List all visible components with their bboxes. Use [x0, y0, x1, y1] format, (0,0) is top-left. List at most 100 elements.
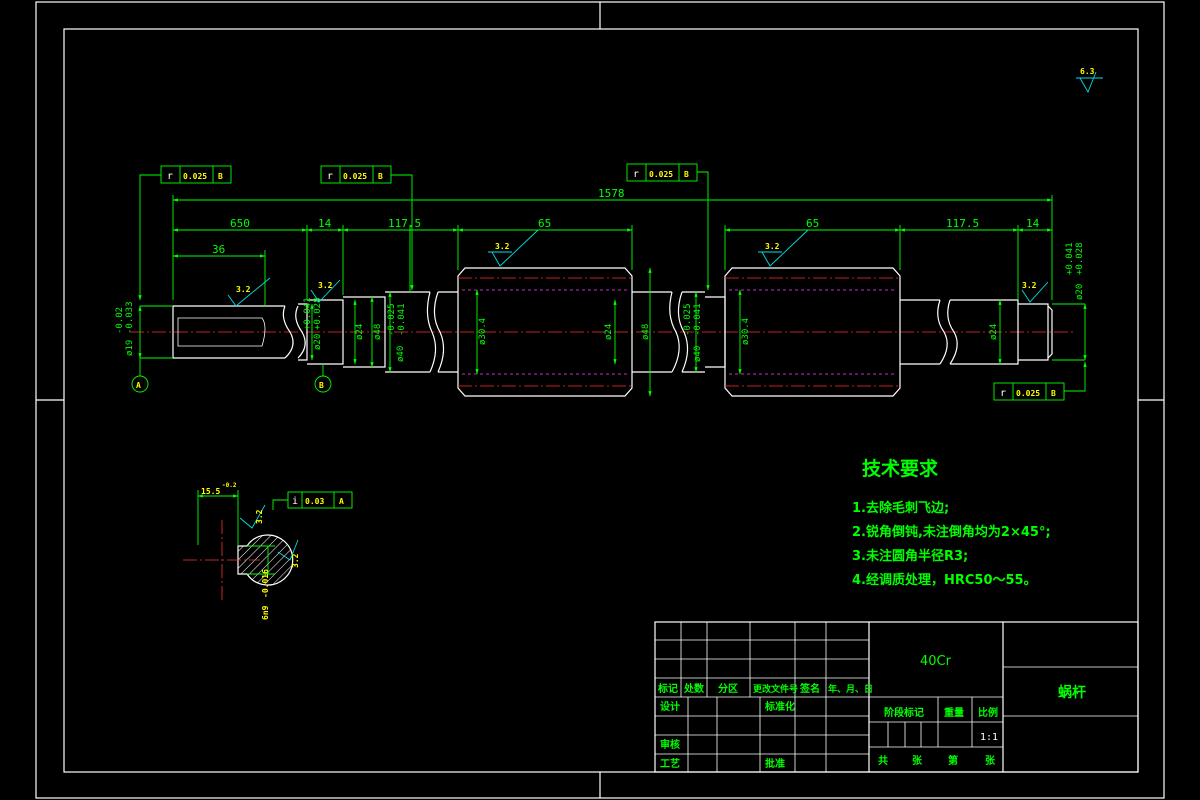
dimension-lines: [172, 195, 1053, 306]
svg-text:B: B: [378, 172, 383, 181]
dim-65-right: 65: [806, 217, 819, 230]
svg-text:比例: 比例: [978, 706, 998, 719]
svg-text:ø30.4: ø30.4: [741, 318, 751, 345]
svg-text:处数: 处数: [683, 682, 705, 695]
svg-text:3.2: 3.2: [495, 242, 510, 251]
svg-text:年、月、日: 年、月、日: [828, 683, 873, 695]
svg-text:ø48: ø48: [373, 324, 383, 340]
svg-text:+0.028: +0.028: [1075, 242, 1085, 275]
svg-text:3.2: 3.2: [1022, 281, 1037, 290]
dia-end: ø19: [125, 340, 135, 356]
svg-text:-0.041: -0.041: [397, 303, 407, 336]
svg-text:分区: 分区: [718, 682, 738, 695]
runout-frame-2: r 0.025 B: [320, 165, 414, 291]
svg-text:+0.028: +0.028: [313, 297, 323, 330]
requirement-item: 3.未注圆角半径R3;: [852, 548, 968, 564]
svg-text:3.2: 3.2: [255, 509, 264, 524]
keyway-section-view: 15.5 -0.2 6n9 -0.016 3.2 3.2 i 0.03 A: [183, 482, 353, 620]
diameter-texts: ø19 -0.02 -0.033 ø20 +0.041 +0.028 ø24 ø…: [115, 242, 1085, 362]
requirement-item: 4.经调质处理，HRC50～55。: [852, 572, 1037, 588]
svg-text:更改文件号: 更改文件号: [753, 683, 798, 695]
svg-text:标记: 标记: [657, 682, 678, 695]
runout-frame-4: r 0.025 B: [993, 361, 1087, 401]
svg-text:B: B: [218, 172, 223, 181]
roughness-symbol-global: 6.3: [1076, 67, 1103, 94]
dim-14-left: 14: [318, 217, 332, 230]
svg-text:-0.025: -0.025: [387, 303, 397, 336]
dim-117-right: 117.5: [946, 217, 979, 230]
dim-total-length: 1578: [598, 187, 625, 200]
runout-frame-1: r 0.025 B: [138, 165, 232, 301]
requirement-item: 1.去除毛刺飞边;: [852, 500, 949, 516]
svg-text:B: B: [319, 381, 324, 390]
requirements-title: 技术要求: [862, 457, 939, 480]
dim-14-right: 14: [1026, 217, 1040, 230]
svg-text:-0.02: -0.02: [115, 307, 125, 334]
dim-650: 650: [230, 217, 250, 230]
requirement-item: 2.锐角倒钝,未注倒角均为2×45°;: [852, 524, 1051, 540]
svg-text:第: 第: [948, 754, 958, 767]
datum-b: B: [314, 364, 332, 393]
svg-text:A: A: [136, 381, 141, 390]
dia-bearing-left: ø20: [313, 334, 323, 350]
svg-text:B: B: [684, 170, 689, 179]
svg-text:0.025: 0.025: [1016, 389, 1040, 398]
svg-text:3.2: 3.2: [291, 553, 300, 568]
svg-text:+0.041: +0.041: [303, 297, 313, 330]
material-label: 40Cr: [920, 654, 952, 669]
svg-text:批准: 批准: [765, 757, 785, 770]
svg-text:r: r: [633, 169, 639, 180]
dim-65-left: 65: [538, 217, 551, 230]
svg-text:重量: 重量: [944, 706, 964, 719]
svg-text:工艺: 工艺: [660, 757, 680, 770]
roughness-symbol: 3.2: [1021, 281, 1049, 303]
roughness-symbols: 3.2 3.2 3.2 3.2 3.2: [227, 229, 1049, 307]
svg-text:ø40: ø40: [396, 346, 406, 362]
svg-text:B: B: [1051, 389, 1056, 398]
svg-text:标准化: 标准化: [764, 700, 795, 713]
dim-36: 36: [212, 243, 225, 256]
diameter-dims: [138, 267, 1087, 397]
part-name: 蜗杆: [1058, 684, 1086, 701]
roughness-symbol: 3.2: [758, 229, 809, 267]
svg-text:0.025: 0.025: [183, 172, 207, 181]
svg-text:i: i: [292, 496, 298, 507]
title-block: 40Cr 蜗杆 标记 处数 分区 更改文件号 签名 年、月、日 设计 标准化 阶…: [654, 621, 1139, 773]
svg-text:1:1: 1:1: [980, 732, 998, 743]
technical-requirements: 技术要求 1.去除毛刺飞边; 2.锐角倒钝,未注倒角均为2×45°; 3.未注圆…: [852, 457, 1051, 588]
svg-text:3.2: 3.2: [765, 242, 780, 251]
svg-text:6n9: 6n9: [261, 605, 270, 620]
svg-text:+0.041: +0.041: [1065, 242, 1075, 275]
svg-text:ø40: ø40: [693, 346, 703, 362]
roughness-symbol: 3.2: [310, 279, 341, 303]
svg-text:ø30.4: ø30.4: [478, 318, 488, 345]
dimension-texts: 1578 650 14 117.5 65 65 117.5 14 36: [212, 187, 1040, 256]
svg-text:-0.025: -0.025: [683, 303, 693, 336]
svg-text:共: 共: [878, 754, 888, 767]
svg-text:设计: 设计: [660, 700, 680, 713]
svg-text:3.2: 3.2: [318, 281, 333, 290]
svg-text:审核: 审核: [660, 738, 680, 751]
svg-text:15.5: 15.5: [201, 487, 220, 496]
svg-text:ø24: ø24: [989, 324, 999, 340]
svg-text:6.3: 6.3: [1080, 67, 1095, 76]
svg-text:A: A: [339, 497, 344, 506]
svg-text:签名: 签名: [799, 682, 820, 695]
svg-text:3.2: 3.2: [236, 285, 251, 294]
roughness-symbol: 3.2: [227, 277, 271, 307]
sheet-border: [35, 1, 1165, 799]
svg-text:张: 张: [985, 754, 996, 767]
worm-shaft-outline: [130, 267, 1075, 397]
svg-text:张: 张: [912, 754, 923, 767]
runout-frame-3: r 0.025 B: [626, 163, 710, 291]
svg-text:0.025: 0.025: [649, 170, 673, 179]
svg-text:ø24: ø24: [604, 324, 614, 340]
svg-text:阶段标记: 阶段标记: [884, 706, 924, 719]
svg-text:0.025: 0.025: [343, 172, 367, 181]
svg-text:0.03: 0.03: [305, 497, 324, 506]
svg-text:r: r: [1000, 388, 1006, 399]
svg-text:-0.033: -0.033: [125, 301, 135, 334]
svg-text:-0.041: -0.041: [693, 303, 703, 336]
roughness-symbol: 3.2: [488, 229, 539, 267]
